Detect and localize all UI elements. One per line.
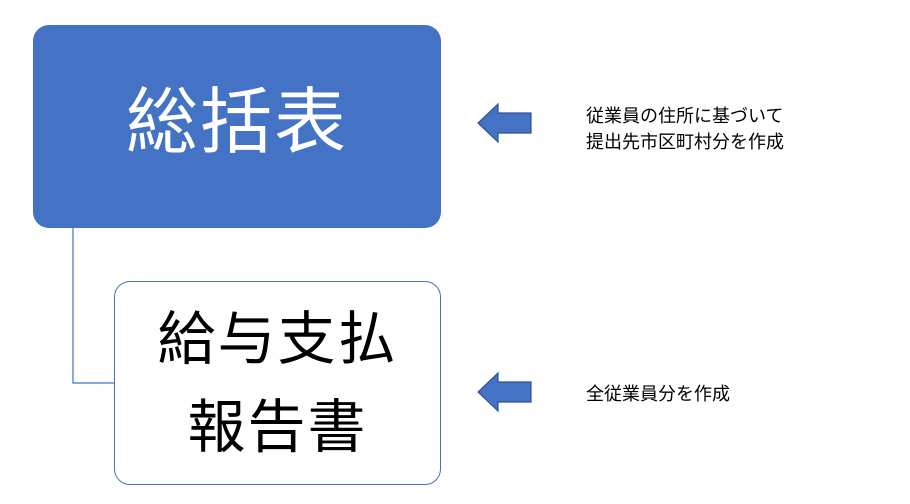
annotation-line: 従業員の住所に基づいて (586, 106, 784, 127)
left-arrow-icon (477, 102, 532, 144)
payroll-report-label-line-2: 報告書 (187, 393, 368, 461)
annotation-payroll-report: 全従業員分を作成 (586, 382, 730, 408)
summary-table-label: 総括表 (125, 79, 348, 164)
payroll-report-label-line-1: 給与支払 (157, 305, 398, 373)
annotation-line: 提出先市区町村分を作成 (586, 132, 784, 153)
left-arrow-icon (477, 371, 532, 413)
annotation-line: 全従業員分を作成 (586, 384, 730, 405)
payroll-report-box: 給与支払 報告書 (114, 281, 441, 485)
summary-table-box: 総括表 (33, 25, 441, 228)
annotation-summary-table: 従業員の住所に基づいて 提出先市区町村分を作成 (586, 104, 784, 156)
